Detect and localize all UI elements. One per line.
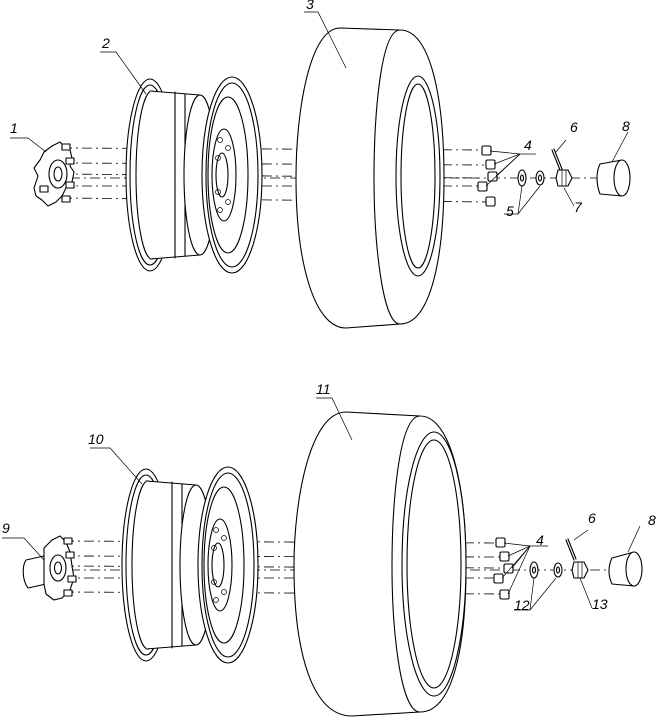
tire-top bbox=[295, 27, 445, 329]
callout-10: 10 bbox=[88, 431, 104, 447]
callout-7: 7 bbox=[574, 199, 583, 215]
lug-nuts-top bbox=[477, 145, 498, 207]
top-leader-lines bbox=[10, 11, 629, 215]
callout-4-bottom: 4 bbox=[536, 532, 544, 548]
callout-2: 2 bbox=[101, 35, 110, 51]
hub-bottom bbox=[22, 535, 77, 601]
washers-bottom bbox=[529, 561, 563, 579]
callout-1: 1 bbox=[10, 120, 18, 136]
callout-3: 3 bbox=[306, 0, 314, 12]
hub-top bbox=[33, 141, 75, 207]
bottom-assembly: 9 10 11 4 12 6 13 8 bbox=[2, 381, 656, 717]
hub-cap-top bbox=[596, 159, 631, 197]
callout-8-top: 8 bbox=[622, 118, 630, 134]
rim-bottom bbox=[121, 466, 259, 664]
hub-cap-bottom bbox=[608, 551, 643, 587]
callout-13: 13 bbox=[592, 596, 608, 612]
washers-top bbox=[517, 169, 545, 187]
rim-top bbox=[125, 76, 263, 274]
callout-9: 9 bbox=[2, 520, 10, 536]
callout-4-top: 4 bbox=[524, 137, 532, 153]
top-assembly: 1 2 3 4 5 6 7 8 bbox=[10, 0, 631, 329]
callout-11: 11 bbox=[316, 381, 331, 397]
callout-6-bottom: 6 bbox=[588, 510, 596, 526]
callout-5: 5 bbox=[506, 203, 514, 219]
callout-8-bottom: 8 bbox=[648, 512, 656, 528]
cotter-pin-and-nut-top bbox=[551, 148, 573, 187]
bottom-leader-lines bbox=[2, 397, 641, 611]
lug-nuts-bottom bbox=[493, 537, 514, 600]
callout-6-top: 6 bbox=[570, 119, 578, 135]
tire-bottom bbox=[293, 411, 467, 717]
cotter-pin-and-nut-bottom bbox=[565, 538, 589, 579]
callout-12: 12 bbox=[514, 597, 530, 613]
